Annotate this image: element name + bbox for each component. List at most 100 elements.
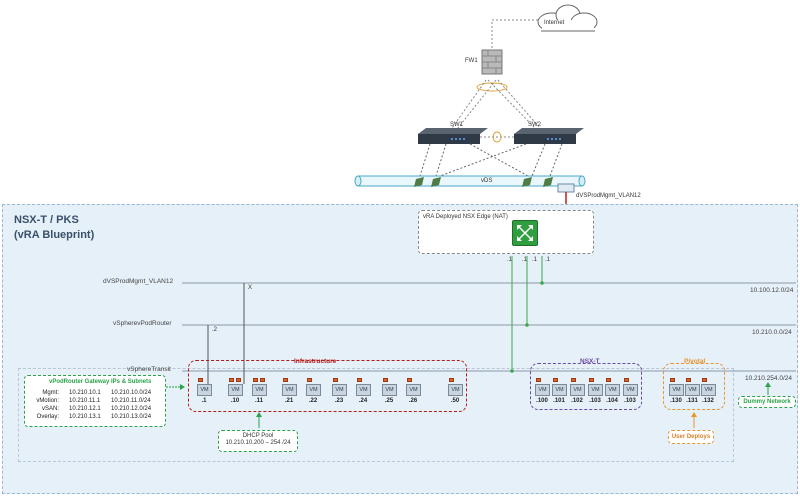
panel-title: NSX-T / PKS (14, 214, 79, 226)
network-cidr: 10.210.0.0/24 (752, 329, 792, 336)
vm-ip-label: .131 (686, 398, 698, 404)
vm-icon: VM (356, 384, 371, 396)
nsx-edge-label: vRA Deployed NSX Edge (NAT) (423, 214, 508, 220)
vm-icon: VM (306, 384, 321, 396)
vm-ip-label: .130 (670, 398, 682, 404)
internet-cloud-icon (537, 4, 598, 32)
vm-ip-label: .102 (571, 398, 583, 404)
panel-subtitle: (vRA Blueprint) (14, 229, 95, 241)
gateway-row-name: vSAN: (41, 406, 59, 412)
gateway-row-ip: 10.210.12.1 (69, 406, 101, 412)
switch-2-label: SW2 (528, 122, 542, 128)
vnic-icon (449, 378, 454, 382)
vm-icon: VM (252, 384, 267, 396)
vm-ip-label: .103 (589, 398, 601, 404)
vm-ip-label: .26 (408, 398, 418, 404)
vm-icon: VM (669, 384, 684, 396)
infrastructure-title: Infrastructure (294, 358, 337, 365)
vm-icon: VM (552, 384, 567, 396)
user-deploys-box: User Deploys (668, 430, 714, 444)
gateway-row-subnet: 10.210.12.0/24 (111, 406, 152, 412)
gateway-row-subnet: 10.210.10.0/24 (111, 390, 152, 396)
vnic-icon (407, 378, 412, 382)
switch-2-icon (514, 128, 584, 144)
gateway-row-name: Overlay: (36, 414, 59, 420)
vm-ip-label: .100 (536, 398, 548, 404)
vnic-icon (357, 378, 362, 382)
vnic-icon (333, 378, 338, 382)
vnic-icon (236, 378, 241, 382)
vm-ip-label: .10 (230, 398, 240, 404)
internet-label: Internet (544, 20, 565, 26)
gateway-row-subnet: 10.210.11.0/24 (111, 398, 151, 404)
vm-icon: VM (332, 384, 347, 396)
network-cidr: 10.100.12.0/24 (750, 287, 794, 294)
vm-icon: VM (282, 384, 297, 396)
vm-ip-label: .11 (254, 398, 263, 404)
dummy-network-box: Dummy Network (738, 396, 796, 408)
network-cidr: 10.210.254.0/24 (745, 375, 792, 382)
vnic-icon (307, 378, 312, 382)
gateway-title: vPodRouter Gateway IPs & Subnets (49, 379, 152, 385)
vm-ip-label: .22 (308, 398, 318, 404)
vpod-boundary (18, 368, 734, 462)
network-label: vSpherevPodRouter (113, 320, 172, 327)
dummy-network-label: Dummy Network (743, 399, 791, 405)
gateway-row-subnet: 10.210.13.0/24 (111, 414, 152, 420)
blueprint-panel (2, 204, 798, 494)
router-ip-label: .2 (212, 327, 218, 333)
vm-icon: VM (570, 384, 585, 396)
vnic-icon (383, 378, 388, 382)
vds-label: vDS (481, 178, 493, 184)
top-network-svg (354, 4, 598, 210)
nsxt-group (530, 363, 642, 410)
vm-ip-label: .50 (450, 398, 460, 404)
vds-pipe (354, 175, 586, 187)
gateway-row-ip: 10.210.11.1 (69, 398, 101, 404)
vnic-icon (571, 378, 576, 382)
vm-ip-label: .1 (201, 398, 207, 404)
vm-icon: VM (197, 384, 212, 396)
nsx-edge-box: vRA Deployed NSX Edge (NAT) (418, 210, 594, 254)
vnic-icon (702, 378, 707, 382)
dhcp-pool-title: DHCP Pool (242, 433, 274, 439)
vnic-icon (589, 378, 594, 382)
vm-icon: VM (588, 384, 603, 396)
gateway-box: vPodRouter Gateway IPs & Subnets Mgmt: 10… (24, 375, 166, 427)
nsxt-title: NSX-T (580, 358, 600, 365)
switch-1-label: SW1 (450, 122, 464, 128)
pivotal-title: Pivotal (684, 358, 706, 365)
gateway-row-name: Mgmt: (42, 390, 59, 396)
edge-port-label: .1 (522, 257, 528, 263)
dhcp-pool-range: 10.210.10.200 – 254 /24 (225, 440, 291, 446)
dhcp-pool-box: DHCP Pool 10.210.10.200 – 254 /24 (218, 430, 298, 452)
vnic-icon (670, 378, 675, 382)
gateway-row-name: vMotion: (36, 398, 59, 404)
gateway-row-ip: 10.210.13.1 (69, 414, 101, 420)
uplink-label: dVSProdMgmt_VLAN12 (576, 193, 641, 199)
vm-ip-label: .24 (358, 398, 368, 404)
pivotal-group (663, 363, 725, 410)
vnic-icon (198, 378, 203, 382)
vnic-icon (606, 378, 611, 382)
network-label: dVSProdMgmt_VLAN12 (103, 278, 174, 285)
infrastructure-group (188, 360, 467, 412)
vm-icon: VM (685, 384, 700, 396)
vnic-icon (283, 378, 288, 382)
vm-ip-label: .23 (334, 398, 344, 404)
internet-link (491, 19, 538, 50)
vm-ip-label: .103 (624, 398, 636, 404)
firewall-icon (481, 49, 503, 75)
vnic-icon (229, 378, 234, 382)
vnic-icon (260, 378, 265, 382)
vm-icon: VM (535, 384, 550, 396)
network-label: vSphereTransit (127, 366, 171, 373)
vm-ip-label: .21 (284, 398, 294, 404)
gateway-row-ip: 10.210.10.1 (69, 390, 101, 396)
vm-icon: VM (406, 384, 421, 396)
switch-1-icon (418, 128, 488, 144)
vm-icon: VM (605, 384, 620, 396)
vm-icon: VM (228, 384, 243, 396)
vm-ip-label: .104 (606, 398, 618, 404)
